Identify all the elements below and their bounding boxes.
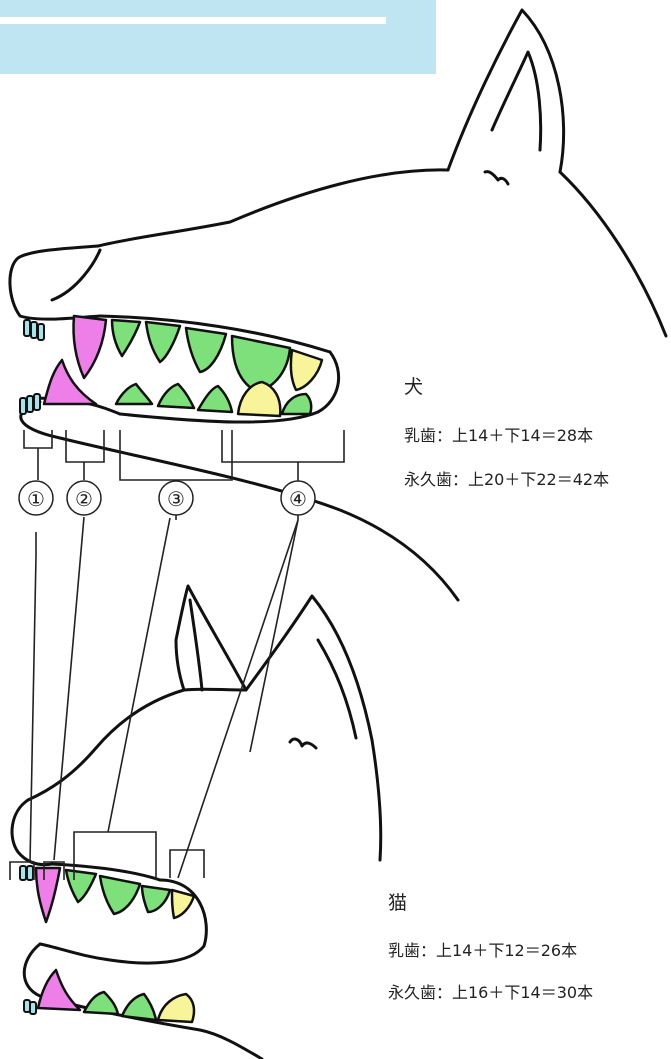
dog-deciduous-count: 乳歯：上14＋下14＝28本 [404,426,594,445]
dog-label: 犬 [404,376,424,398]
svg-text:②: ② [75,487,93,511]
cat-label: 猫 [388,892,408,914]
callout-2: ② [66,480,102,516]
callout-1: ① [18,480,54,516]
cat-deciduous-count: 乳歯：上14＋下12＝26本 [388,941,578,960]
svg-text:④: ④ [289,487,307,511]
callout-4: ④ [280,480,316,516]
header-banner [0,0,436,74]
dog-incisor-teeth [19,319,45,415]
cat-molar-teeth [156,888,196,1024]
dog-molar-teeth [236,348,324,418]
cat-incisor-teeth [19,865,37,1015]
cat-permanent-count: 永久歯：上16＋下14＝30本 [388,983,594,1002]
cat-premolar-teeth [64,868,172,1022]
cat-illustration [10,584,383,1059]
dog-illustration [8,8,668,602]
dog-canine-teeth [42,314,108,406]
header-divider [0,17,386,24]
cat-canine-teeth [34,866,82,1012]
cat-brackets [9,831,205,880]
svg-text:③: ③ [167,487,185,511]
dog-permanent-count: 永久歯：上20＋下22＝42本 [404,470,610,489]
leader-lines [29,516,299,879]
callout-3: ③ [158,480,194,516]
svg-text:①: ① [27,487,45,511]
